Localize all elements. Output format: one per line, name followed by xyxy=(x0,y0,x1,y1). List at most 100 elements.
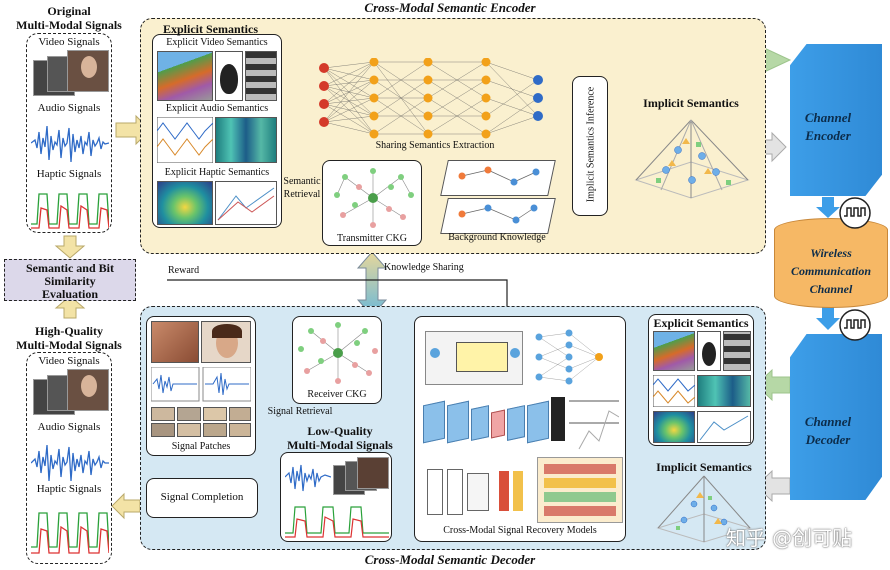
low-quality-line1: Low-Quality xyxy=(307,424,373,438)
reconstructed-title-line2: Multi-Modal Signals xyxy=(16,338,122,352)
reward-label: Reward xyxy=(168,265,200,276)
encoder-title: Cross-Modal Semantic Encoder xyxy=(364,0,536,15)
reconstructed-audio-waveform xyxy=(31,444,109,482)
original-title-line2: Multi-Modal Signals xyxy=(16,18,122,32)
wireless-line1: Wireless xyxy=(810,246,852,260)
decoder-to-reconstructed-arrow xyxy=(111,492,141,520)
audio-spectrogram xyxy=(215,117,277,163)
channel-encoder-line2: Encoder xyxy=(805,128,851,143)
decoder-implicit-cone xyxy=(656,475,752,543)
channel-encoder-line1: Channel xyxy=(804,110,852,125)
decoder-haptic-surface xyxy=(653,411,695,443)
haptic-line-plot xyxy=(215,181,277,225)
cnn-architecture-diagram xyxy=(423,391,619,455)
patch-audio-plots xyxy=(151,367,251,402)
attention-stack-diagram xyxy=(537,457,623,523)
low-quality-video xyxy=(333,457,389,497)
patch-texture-grid xyxy=(151,407,251,439)
original-title-line1: Original xyxy=(47,4,91,18)
signal-retrieval-label: Signal Retrieval xyxy=(267,406,333,417)
haptic-surface-plot xyxy=(157,181,213,225)
knowledge-sharing-label: Knowledge Sharing xyxy=(384,262,464,273)
background-knowledge-graph xyxy=(458,166,540,224)
decoder-audio-spectrum xyxy=(653,375,695,407)
low-quality-audio xyxy=(285,464,331,492)
receiver-ckg-label: Receiver CKG xyxy=(307,389,367,400)
pulse-icon xyxy=(839,197,871,229)
neural-network-diagram xyxy=(319,58,543,139)
pulse-icon xyxy=(839,309,871,341)
original-haptic-label: Haptic Signals xyxy=(36,168,102,180)
patch-image-face xyxy=(201,321,251,363)
pixel-blocks-image xyxy=(245,51,277,101)
implicit-inference-label: Implicit Semantics Inference xyxy=(585,86,597,203)
reward-line xyxy=(167,279,508,318)
transformer-block-diagram xyxy=(423,463,533,519)
channel-decoder-block xyxy=(790,334,882,500)
watermark: 知乎 @创可贴 xyxy=(725,526,853,550)
sharing-extraction-label: Sharing Semantics Extraction xyxy=(375,140,495,151)
implicit-semantics-title: Implicit Semantics xyxy=(643,96,739,110)
signal-completion-box: Signal Completion xyxy=(146,478,258,518)
original-audio-label: Audio Signals xyxy=(37,102,101,114)
implicit-cone-plot xyxy=(634,119,750,199)
wireless-channel-cylinder xyxy=(774,218,888,308)
evaluation-line2: Similarity xyxy=(44,274,96,288)
transmitter-ckg-graph xyxy=(334,168,414,228)
explicit-video-label: Explicit Video Semantics xyxy=(166,37,268,48)
receiver-ckg-box: Receiver CKG xyxy=(292,316,382,404)
low-quality-box xyxy=(280,452,392,542)
reconstructed-title-line1: High-Quality xyxy=(34,324,103,338)
lstm-cell-diagram xyxy=(425,331,523,385)
audio-spectrum-plot xyxy=(157,117,213,163)
signal-patches-box: Signal Patches xyxy=(146,316,256,456)
low-quality-haptic xyxy=(285,506,389,538)
transmitter-ckg-label: Transmitter CKG xyxy=(337,233,407,244)
semantic-retrieval-line2: Retrieval xyxy=(283,189,321,200)
patch-image-lena xyxy=(151,321,199,363)
recovery-models-label: Cross-Modal Signal Recovery Models xyxy=(443,525,597,536)
encoder-to-wireless-arrow xyxy=(816,197,840,218)
decoder-implicit-title: Implicit Semantics xyxy=(656,460,752,474)
explicit-semantics-box: Explicit Semantics Explicit Video Semant… xyxy=(152,22,282,228)
decoder-pixel-blocks xyxy=(723,331,751,371)
reconstructed-signals-panel: Video Signals Audio Signals Haptic Signa… xyxy=(26,352,112,564)
reconstructed-video-label: Video Signals xyxy=(38,355,100,367)
channel-decoder-line2: Decoder xyxy=(805,432,851,447)
semantic-segmentation-image xyxy=(157,51,213,101)
evaluation-line3: Evaluation xyxy=(41,287,98,301)
decoder-segmentation-image xyxy=(653,331,695,371)
explicit-haptic-label: Explicit Haptic Semantics xyxy=(164,167,270,178)
low-quality-line2: Multi-Modal Signals xyxy=(287,438,393,452)
original-video-label: Video Signals xyxy=(38,36,100,48)
reconstructed-audio-label: Audio Signals xyxy=(37,421,101,433)
recovery-network-diagram xyxy=(535,329,603,385)
haptic-waveform xyxy=(31,193,109,229)
wireless-to-decoder-arrow xyxy=(816,306,840,330)
decoder-explicit-title: Explicit Semantics xyxy=(653,316,749,330)
recovery-models-box: Cross-Modal Signal Recovery Models xyxy=(414,316,626,542)
wireless-line2: Communication xyxy=(790,264,872,278)
implicit-inference-box: Implicit Semantics Inference xyxy=(572,76,608,216)
original-to-eval-arrow xyxy=(54,235,86,259)
receiver-ckg-graph xyxy=(298,322,378,384)
original-signals-panel: Video Signals Audio Signals Haptic Signa… xyxy=(26,33,112,233)
evaluation-box: Semantic and Bit Similarity Evaluation xyxy=(4,259,136,301)
audio-waveform xyxy=(31,125,109,163)
evaluation-line1: Semantic and Bit xyxy=(25,261,114,275)
video-thumbnail xyxy=(33,50,109,98)
explicit-audio-label: Explicit Audio Semantics xyxy=(165,103,269,114)
semantic-retrieval-line1: Semantic xyxy=(283,176,321,187)
decoder-spectrogram xyxy=(697,375,751,407)
decoder-title: Cross-Modal Semantic Decoder xyxy=(364,552,536,567)
wireless-line3: Channel xyxy=(809,282,853,296)
channel-decoder-line1: Channel xyxy=(804,414,852,429)
reconstructed-to-eval-arrow xyxy=(54,295,86,319)
reconstructed-video-thumbnail xyxy=(33,369,109,417)
signal-patches-label: Signal Patches xyxy=(171,441,231,452)
decoder-explicit-box: Explicit Semantics xyxy=(648,314,754,446)
decoder-depth-image xyxy=(697,331,721,371)
background-knowledge-box: Background Knowledge xyxy=(438,158,556,246)
reconstructed-haptic-label: Haptic Signals xyxy=(36,483,102,495)
depth-mask-image xyxy=(215,51,243,101)
